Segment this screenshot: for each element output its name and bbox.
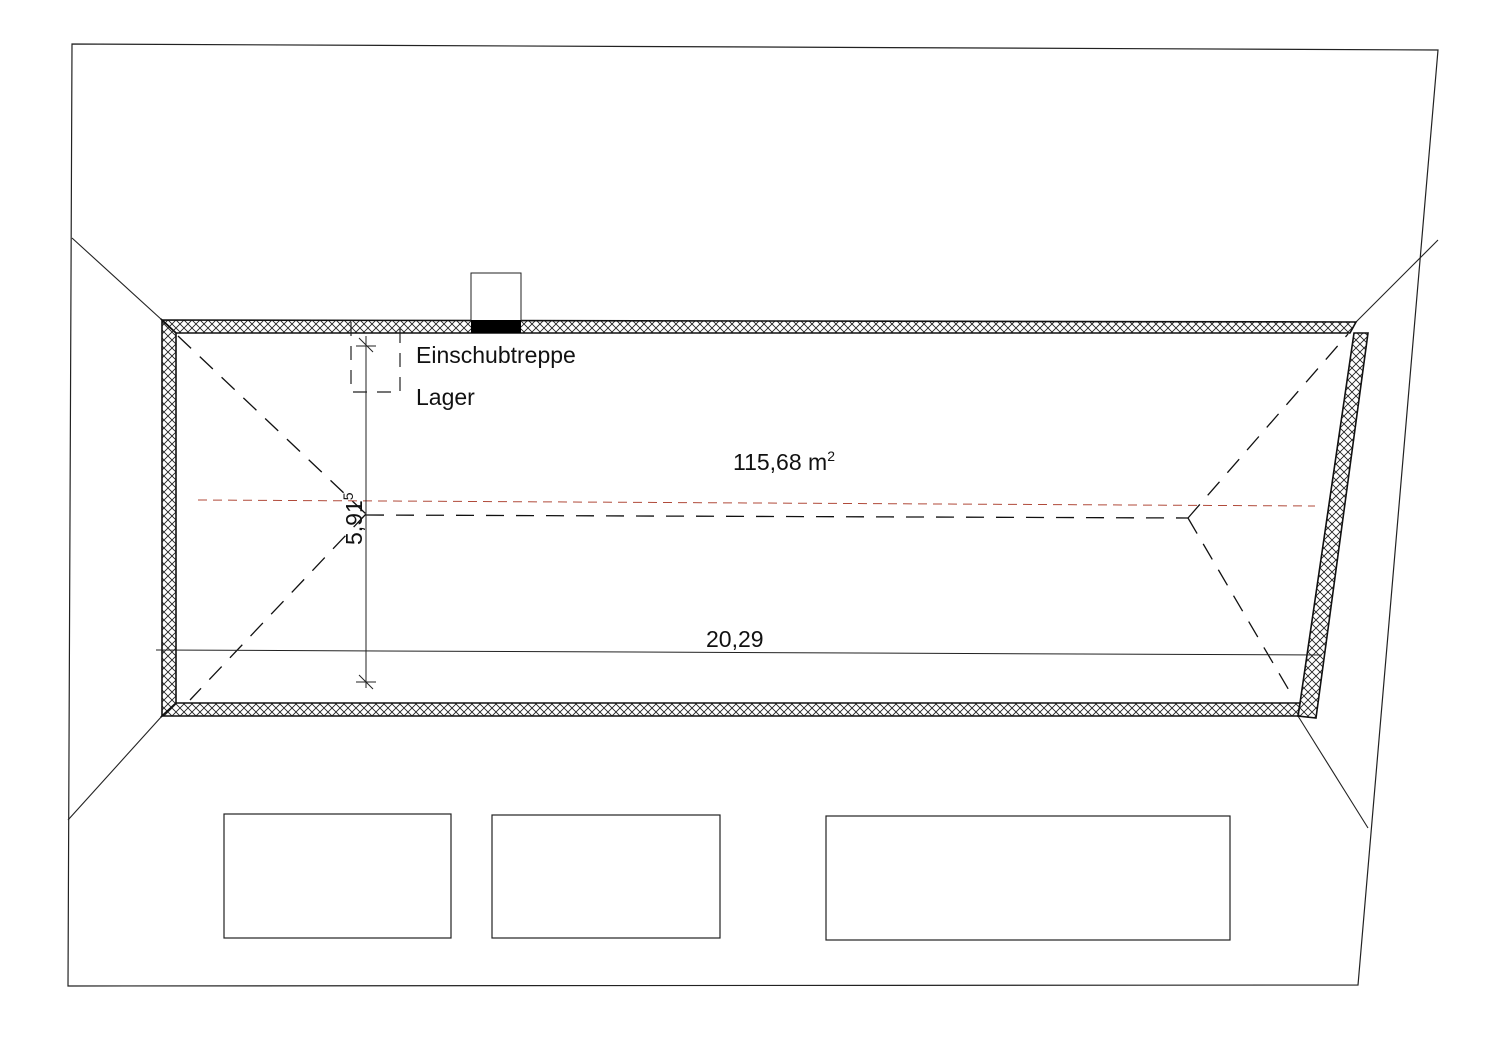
wall-top: [159, 319, 1358, 334]
ridge-lines: [177, 333, 1349, 701]
hip-lines: [67, 237, 1439, 829]
width-dimension: 20,29: [706, 626, 764, 652]
stair-outline: [350, 322, 401, 393]
window-3: [825, 815, 1231, 941]
area-unit-sup: 2: [827, 448, 835, 464]
chimney-base: [471, 320, 521, 333]
wall-bottom: [159, 702, 1301, 717]
area-label: 115,68 m2: [733, 448, 835, 475]
storage-label: Lager: [416, 384, 475, 410]
wall-left: [161, 318, 177, 718]
depth-sup: 5: [340, 492, 356, 500]
chimney: [470, 272, 522, 322]
depth-value: 5,91: [341, 500, 367, 545]
axis-line: [197, 499, 1316, 507]
area-value: 115,68 m: [733, 449, 827, 475]
depth-dimension: 5,915: [340, 492, 367, 545]
window-2: [491, 814, 721, 939]
window-1: [223, 813, 452, 939]
walls: [159, 318, 1369, 719]
stair-label: Einschubtreppe: [416, 342, 576, 368]
wall-right: [1297, 332, 1369, 719]
roof-outline: [67, 43, 1439, 987]
dimension-lines: [155, 336, 1323, 690]
